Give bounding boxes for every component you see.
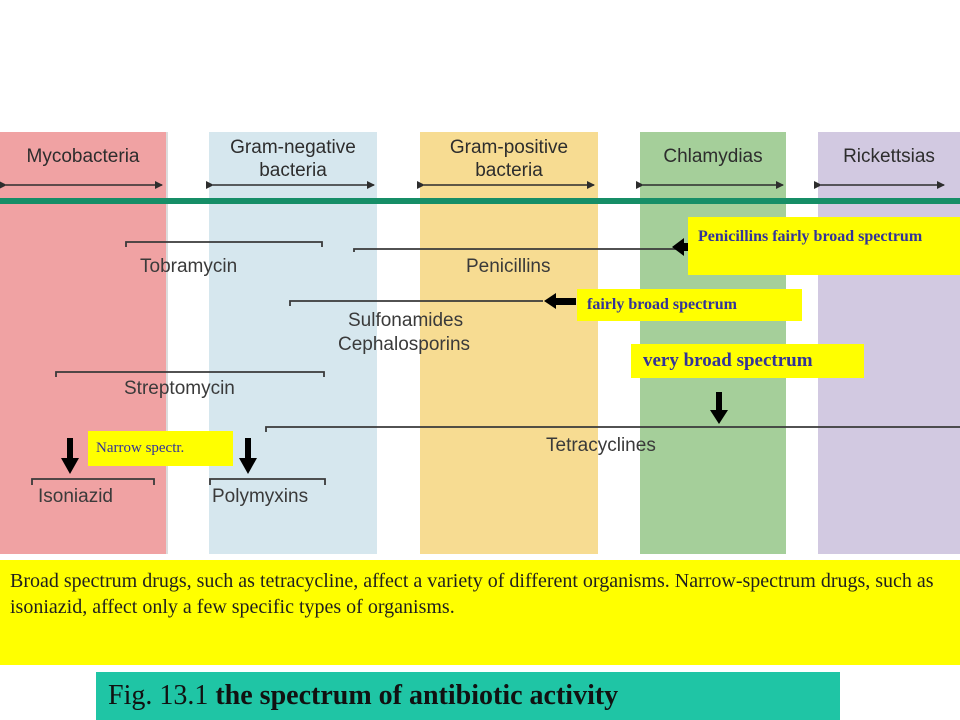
drug-label-streptomycin: Streptomycin <box>124 378 235 399</box>
column-title-mycobacteria: Mycobacteria <box>26 146 140 167</box>
bracket-tetracyclines <box>265 426 960 432</box>
drug-label-sulfonamides: Sulfonamides <box>348 310 464 331</box>
drug-label-tobramycin: Tobramycin <box>140 256 238 277</box>
drug-label-penicillins: Penicillins <box>466 256 551 277</box>
arrow-down-very-broad-icon <box>710 392 728 424</box>
callout-penicillins: Penicillins fairly broad spectrum <box>688 217 960 275</box>
bracket-isoniazid <box>31 478 155 485</box>
column-title-gram-positive-line1: Gram-positive <box>449 137 569 158</box>
callout-very-broad: very broad spectrum <box>631 344 864 378</box>
bracket-penicillins <box>353 248 676 252</box>
bracket-sulfonamides <box>289 300 543 306</box>
column-title-rickettsias: Rickettsias <box>843 146 935 167</box>
bracket-polymyxins <box>209 478 326 485</box>
drug-label-cephalosporins: Cephalosporins <box>338 334 471 355</box>
arrow-down-isoniazid-icon <box>61 438 79 474</box>
drug-label-polymyxins: Polymyxins <box>212 486 309 507</box>
description-text: Broad spectrum drugs, such as tetracycli… <box>0 560 960 665</box>
bracket-streptomycin <box>55 371 325 377</box>
arrow-left-fairly-broad-icon <box>544 293 576 309</box>
column-title-gram-negative-line1: Gram-negative <box>230 137 356 158</box>
column-title-chlamydias: Chlamydias <box>663 146 763 167</box>
caption-prefix: Fig. 13.1 <box>108 680 216 711</box>
drug-label-tetracyclines: Tetracyclines <box>546 435 656 456</box>
arrow-down-polymyxins-icon <box>239 438 257 474</box>
callout-narrow: Narrow spectr. <box>88 431 233 466</box>
column-title-gram-negative-line2: bacteria <box>259 160 327 181</box>
column-title-gram-positive-line2: bacteria <box>475 160 543 181</box>
divider-line <box>0 198 960 204</box>
drug-label-isoniazid: Isoniazid <box>38 486 113 507</box>
callout-fairly-broad: fairly broad spectrum <box>577 289 802 321</box>
bracket-tobramycin <box>125 241 323 247</box>
figure-caption: Fig. 13.1 the spectrum of antibiotic act… <box>96 672 840 720</box>
caption-title: the spectrum of antibiotic activity <box>215 680 619 711</box>
